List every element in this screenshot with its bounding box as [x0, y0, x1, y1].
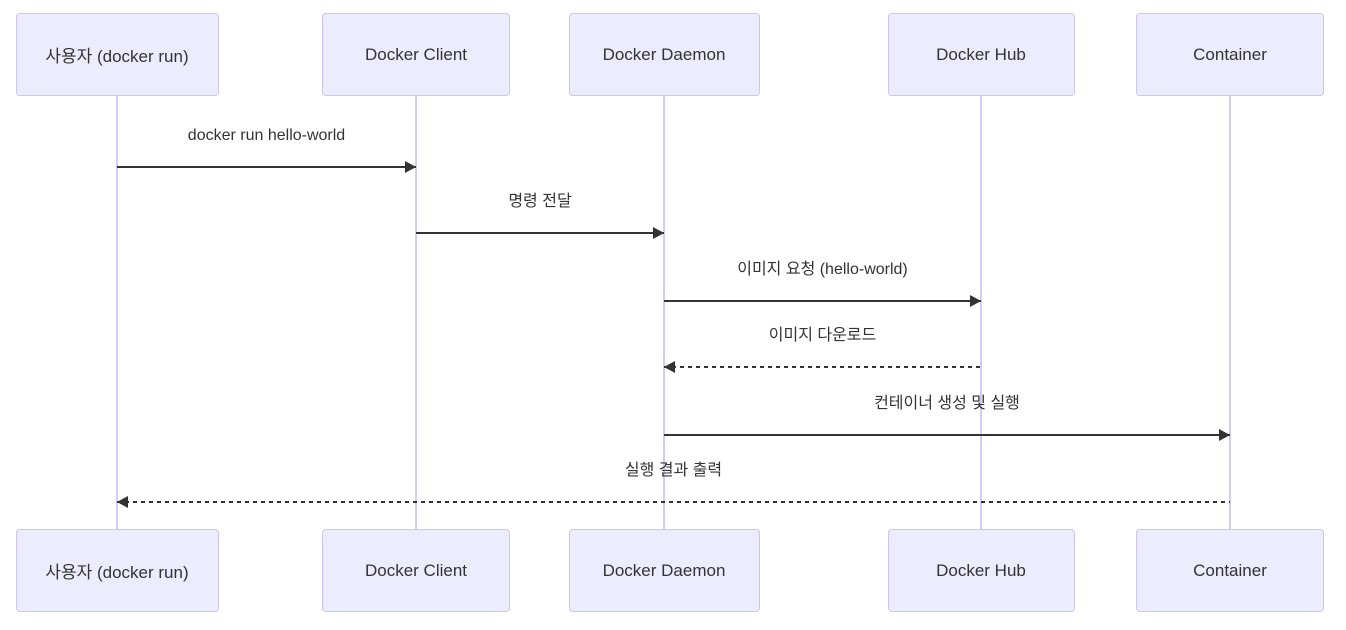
message-line	[117, 501, 1230, 503]
message-label: 이미지 요청 (hello-world)	[737, 261, 908, 278]
actor-label: 사용자 (docker run)	[45, 563, 189, 582]
actor-box-top: Container	[1136, 13, 1324, 96]
actor-box-top: 사용자 (docker run)	[15, 13, 219, 96]
arrowhead-icon	[1219, 429, 1230, 441]
actor-label: Docker Daemon	[602, 44, 726, 64]
actor-box-top: Docker Hub	[887, 13, 1075, 96]
actor-label: Docker Daemon	[602, 560, 726, 580]
actor-label: Docker Hub	[936, 560, 1026, 580]
lifeline	[415, 96, 417, 529]
message-line	[664, 434, 1230, 436]
arrowhead-icon	[653, 227, 664, 239]
arrowhead-icon	[664, 361, 675, 373]
message-line	[664, 366, 981, 368]
lifeline	[663, 96, 665, 529]
actor-label: 사용자 (docker run)	[45, 47, 189, 66]
actor-box-top: Docker Daemon	[568, 13, 760, 96]
message-line	[416, 232, 664, 234]
actor-box-bottom: Docker Client	[322, 529, 510, 612]
actor-label: Docker Client	[364, 560, 468, 580]
actor-label: Docker Client	[364, 44, 468, 64]
message-line	[664, 300, 981, 302]
actor-box-top: Docker Client	[322, 13, 510, 96]
actor-box-bottom: 사용자 (docker run)	[15, 529, 219, 612]
message-label: 이미지 다운로드	[768, 327, 877, 344]
lifeline	[980, 96, 982, 529]
actor-label: Docker Hub	[936, 44, 1026, 64]
message-line	[117, 166, 416, 168]
message-label: 컨테이너 생성 및 실행	[874, 395, 1020, 412]
actor-box-bottom: Docker Hub	[887, 529, 1075, 612]
arrowhead-icon	[970, 295, 981, 307]
message-label: 실행 결과 출력	[624, 462, 723, 479]
actor-box-bottom: Container	[1136, 529, 1324, 612]
message-label: docker run hello-world	[187, 127, 346, 144]
actor-box-bottom: Docker Daemon	[568, 529, 760, 612]
lifeline	[116, 96, 118, 529]
lifeline	[1229, 96, 1231, 529]
arrowhead-icon	[117, 496, 128, 508]
actor-label: Container	[1193, 44, 1267, 64]
message-label: 명령 전달	[508, 193, 572, 210]
actor-label: Container	[1193, 560, 1267, 580]
arrowhead-icon	[405, 161, 416, 173]
